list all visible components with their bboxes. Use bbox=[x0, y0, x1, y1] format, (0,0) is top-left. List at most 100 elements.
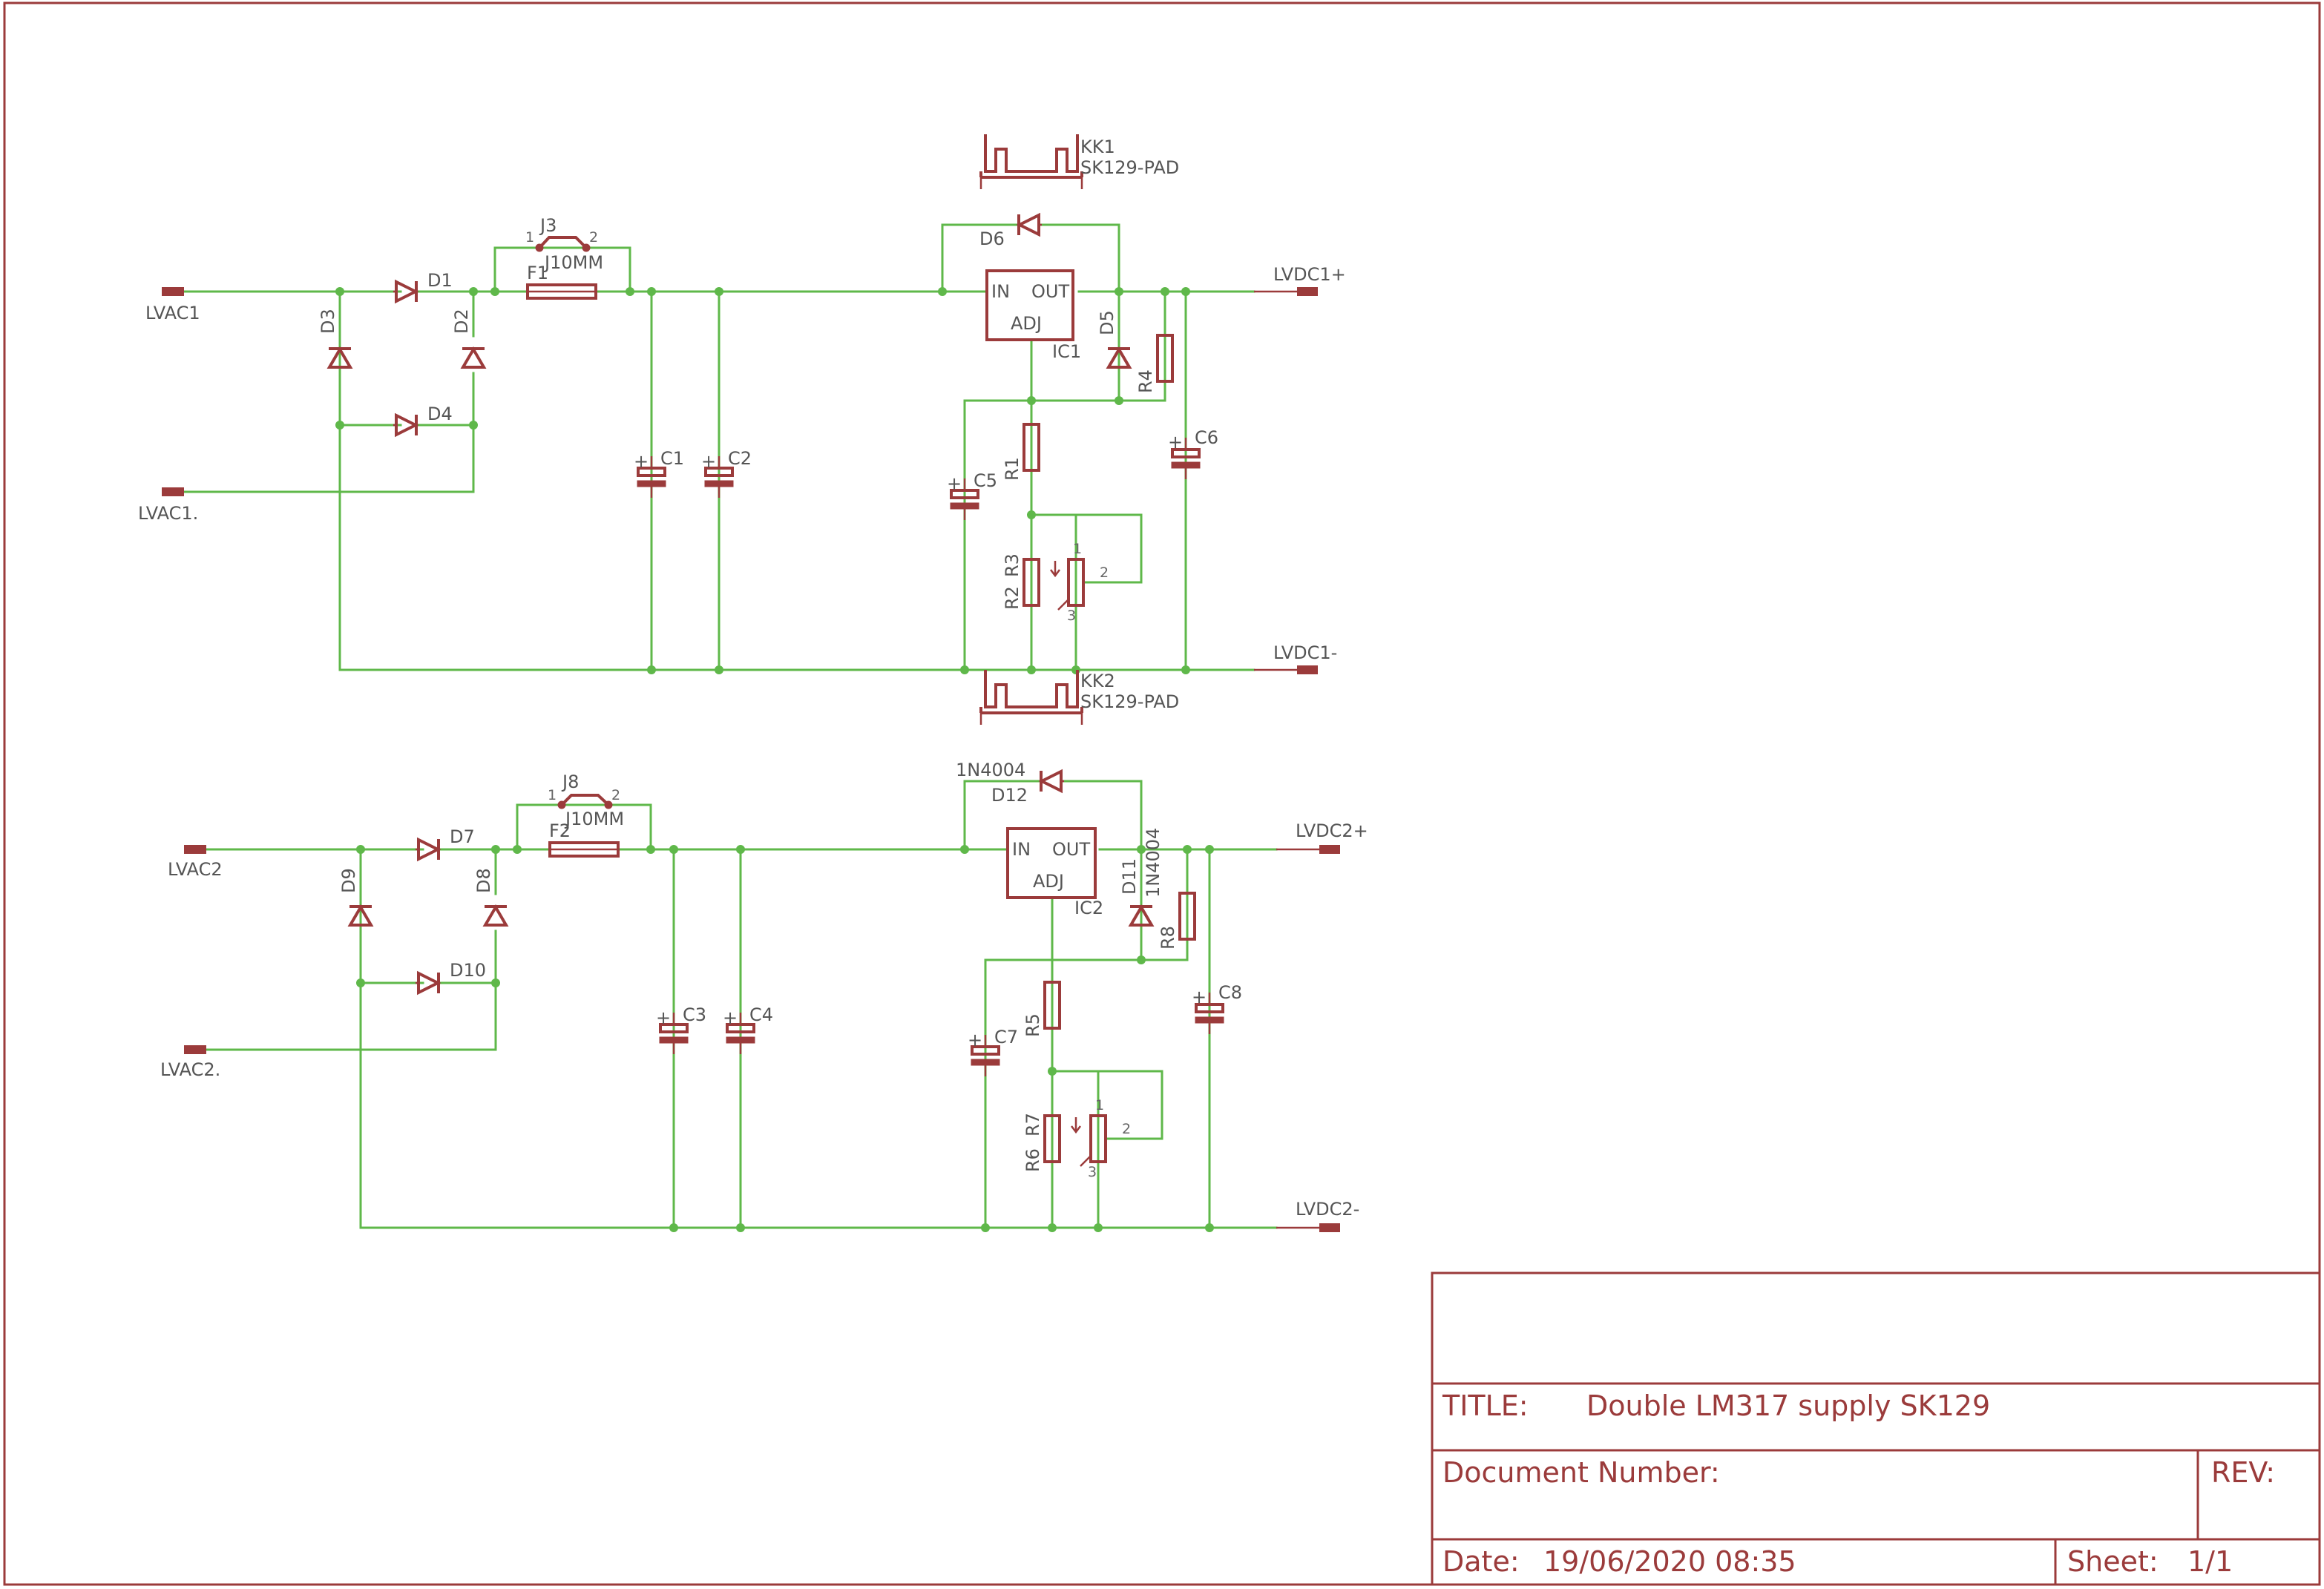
plus-c8: + bbox=[1192, 987, 1207, 1007]
plus-c3: + bbox=[656, 1007, 671, 1028]
diode-d4-symbol bbox=[392, 413, 418, 437]
label-d11: D11 bbox=[1119, 858, 1140, 895]
label-r7: R7 bbox=[1023, 1113, 1043, 1136]
label-f1: F1 bbox=[527, 263, 548, 283]
diode-d1-symbol bbox=[392, 280, 418, 303]
label-kk1-value: SK129-PAD bbox=[1080, 157, 1179, 178]
label-r4: R4 bbox=[1135, 369, 1156, 393]
document-number-label: Document Number: bbox=[1442, 1456, 1720, 1489]
title-label: TITLE: bbox=[1442, 1389, 1529, 1422]
circuit-2: LVAC2 LVAC2. LVDC2+ LVDC2- D7 D10 D9 D8 … bbox=[160, 760, 1368, 1232]
label-c5: C5 bbox=[974, 470, 997, 491]
jumper-j3: J3 1 2 J10MM bbox=[525, 215, 603, 273]
label-r2: R2 bbox=[1002, 586, 1023, 610]
label-lvdc1-pos: LVDC1+ bbox=[1273, 264, 1346, 285]
drawing-frame bbox=[3, 1, 2321, 1586]
label-ic2: IC2 bbox=[1074, 898, 1103, 918]
sheet-label: Sheet: bbox=[2067, 1545, 2159, 1578]
pot-r3: 1 2 3 bbox=[1050, 541, 1109, 624]
label-r6: R6 bbox=[1023, 1148, 1043, 1172]
ic1-pin-out: OUT bbox=[1031, 281, 1069, 302]
label-lvdc1-neg: LVDC1- bbox=[1273, 642, 1337, 663]
label-j8-value: J10MM bbox=[564, 809, 624, 829]
plus-c6: + bbox=[1168, 432, 1183, 453]
label-lvac2-b: LVAC2. bbox=[160, 1059, 220, 1080]
ic2-pin-out: OUT bbox=[1052, 839, 1090, 860]
regulator-ic2: IN OUT ADJ IC2 bbox=[1006, 827, 1103, 918]
label-c8: C8 bbox=[1218, 982, 1242, 1003]
label-d1: D1 bbox=[427, 270, 453, 291]
label-lvac1-b: LVAC1. bbox=[138, 503, 198, 524]
ic2-pin-adj: ADJ bbox=[1033, 871, 1064, 892]
pot-r7-pin1: 1 bbox=[1095, 1097, 1104, 1113]
label-d4: D4 bbox=[427, 404, 453, 424]
label-c2: C2 bbox=[728, 448, 752, 469]
circuit-2-junctions bbox=[356, 845, 1214, 1232]
rev-label: REV: bbox=[2211, 1456, 2275, 1489]
circuit-1-junctions bbox=[335, 287, 1190, 674]
label-c7: C7 bbox=[994, 1027, 1018, 1047]
label-d5: D5 bbox=[1097, 310, 1117, 335]
ic2-pin-in: IN bbox=[1012, 839, 1031, 860]
label-lvac2: LVAC2 bbox=[168, 859, 223, 880]
label-c1: C1 bbox=[660, 448, 684, 469]
date-value: 19/06/2020 08:35 bbox=[1543, 1545, 1796, 1578]
label-lvdc2-neg: LVDC2- bbox=[1296, 1199, 1359, 1220]
diode-d10-symbol bbox=[414, 971, 440, 995]
pot-r3-pin3: 3 bbox=[1067, 608, 1076, 624]
label-j8: J8 bbox=[561, 772, 579, 792]
title-block: TITLE: Double LM317 supply SK129 Documen… bbox=[1431, 1271, 2321, 1586]
label-d12: D12 bbox=[991, 785, 1028, 806]
diode-d2-symbol bbox=[461, 347, 486, 369]
regulator-ic1: IN OUT ADJ IC1 bbox=[985, 269, 1081, 362]
heatsink-kk2-symbol bbox=[979, 668, 1083, 726]
label-r8: R8 bbox=[1158, 926, 1178, 950]
label-ic1: IC1 bbox=[1052, 341, 1081, 362]
drawing-title: Double LM317 supply SK129 bbox=[1586, 1389, 1990, 1422]
sheet-value: 1/1 bbox=[2187, 1545, 2233, 1578]
label-j3-value: J10MM bbox=[543, 252, 603, 273]
label-d10: D10 bbox=[450, 960, 486, 981]
label-j3-pin2: 2 bbox=[589, 229, 598, 246]
pot-r7: 1 2 3 bbox=[1071, 1097, 1131, 1180]
label-j8-pin2: 2 bbox=[611, 787, 620, 803]
plus-c5: + bbox=[947, 473, 962, 494]
label-c6: C6 bbox=[1195, 427, 1218, 448]
label-r5: R5 bbox=[1023, 1013, 1043, 1037]
label-kk2: KK2 bbox=[1080, 671, 1115, 691]
label-d3: D3 bbox=[318, 309, 338, 334]
label-lvac1: LVAC1 bbox=[145, 303, 200, 323]
plus-c1: + bbox=[634, 451, 649, 472]
date-label: Date: bbox=[1442, 1545, 1520, 1578]
label-d12-value: 1N4004 bbox=[956, 760, 1025, 780]
label-d7: D7 bbox=[450, 826, 475, 847]
diode-d7-symbol bbox=[414, 838, 440, 861]
label-kk2-value: SK129-PAD bbox=[1080, 691, 1179, 712]
label-j3-pin1: 1 bbox=[525, 229, 534, 246]
label-d11-value: 1N4004 bbox=[1143, 828, 1163, 898]
label-j8-pin1: 1 bbox=[548, 787, 557, 803]
ic1-pin-in: IN bbox=[991, 281, 1010, 302]
label-f2: F2 bbox=[549, 820, 571, 841]
label-lvdc2-pos: LVDC2+ bbox=[1296, 820, 1368, 841]
plus-c4: + bbox=[723, 1007, 738, 1028]
heatsink-kk1-symbol bbox=[979, 133, 1083, 191]
label-j3: J3 bbox=[539, 215, 557, 236]
diode-d12-symbol bbox=[1040, 769, 1066, 793]
label-r1: R1 bbox=[1002, 457, 1023, 481]
pot-r3-pin2: 2 bbox=[1100, 565, 1109, 581]
label-d8: D8 bbox=[473, 868, 494, 893]
jumper-j8: J8 1 2 J10MM bbox=[548, 772, 624, 829]
label-d2: D2 bbox=[451, 309, 472, 334]
label-d9: D9 bbox=[338, 868, 359, 893]
diode-d8-symbol bbox=[483, 905, 508, 927]
label-c4: C4 bbox=[749, 1004, 773, 1025]
pot-r3-pin1: 1 bbox=[1073, 541, 1082, 557]
pot-r7-pin3: 3 bbox=[1088, 1164, 1097, 1180]
circuit-1: LVAC1 LVAC1. LVDC1+ LVDC1- D1 D4 D3 D2 J… bbox=[138, 133, 1346, 726]
ic1-pin-adj: ADJ bbox=[1011, 313, 1042, 334]
label-d6: D6 bbox=[979, 228, 1005, 249]
plus-c2: + bbox=[701, 451, 716, 472]
label-r3: R3 bbox=[1002, 553, 1023, 577]
